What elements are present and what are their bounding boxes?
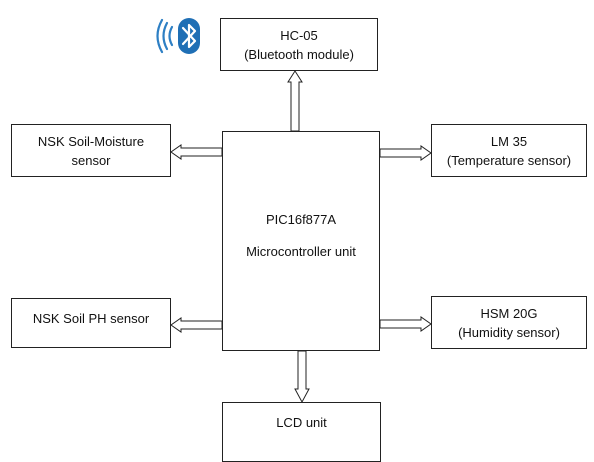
connector-arrows <box>170 70 432 404</box>
lcd-label: LCD unit <box>276 415 327 430</box>
bluetooth-icon-group <box>156 18 200 54</box>
arrow-mcu-to-hsm20g <box>379 316 432 332</box>
hsm20g-humidity-block: HSM 20G (Humidity sensor) <box>431 296 587 349</box>
soil-moisture-block: NSK Soil-Moisture sensor <box>11 124 171 177</box>
mcu-sublabel: Microcontroller unit <box>246 244 356 259</box>
hc05-sublabel: (Bluetooth module) <box>244 46 354 62</box>
mcu-label: PIC16f877A <box>265 212 337 227</box>
arrow-mcu-to-soil-moisture <box>170 144 223 160</box>
microcontroller-block: PIC16f877A Microcontroller unit <box>222 131 380 351</box>
arrow-mcu-to-lm35 <box>379 145 432 161</box>
soil-ph-block: NSK Soil PH sensor <box>11 298 171 348</box>
hsm20g-label: HSM 20G <box>480 305 538 321</box>
arrow-mcu-to-hc05 <box>287 70 303 132</box>
lm35-sublabel: (Temperature sensor) <box>446 152 572 168</box>
signal-waves-icon <box>156 18 174 54</box>
lm35-temperature-block: LM 35 (Temperature sensor) <box>431 124 587 177</box>
soil-moisture-sublabel: sensor <box>71 152 111 168</box>
hc05-label: HC-05 <box>280 27 318 43</box>
soil-ph-label: NSK Soil PH sensor <box>32 311 150 326</box>
lcd-unit-block: LCD unit <box>222 402 381 462</box>
lm35-label: LM 35 <box>490 133 528 149</box>
hsm20g-sublabel: (Humidity sensor) <box>458 324 560 340</box>
arrow-mcu-to-soil-ph <box>170 317 223 333</box>
arrow-mcu-to-lcd <box>294 350 310 404</box>
hc05-bluetooth-block: HC-05 (Bluetooth module) <box>220 18 378 71</box>
soil-moisture-label: NSK Soil-Moisture <box>37 133 145 149</box>
bluetooth-icon <box>178 18 200 54</box>
